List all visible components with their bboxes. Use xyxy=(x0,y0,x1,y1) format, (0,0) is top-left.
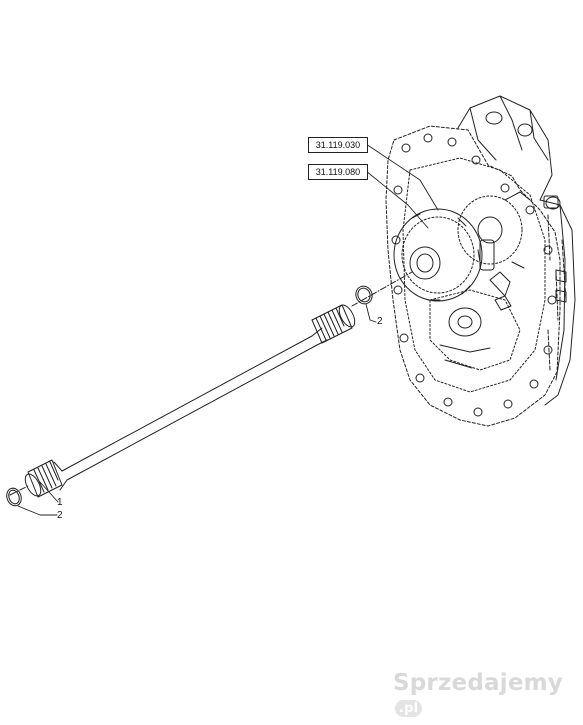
gearbox-housing xyxy=(385,95,576,427)
reference-label-031-119-030[interactable]: 31.119.030 xyxy=(308,137,368,153)
reference-label-031-119-080[interactable]: 31.119.080 xyxy=(308,164,368,180)
shaft-right-spline xyxy=(311,304,356,344)
snap-ring-left xyxy=(6,487,22,507)
leader-lines xyxy=(17,143,439,516)
main-gear xyxy=(393,208,483,302)
lower-mechanism xyxy=(429,239,521,371)
watermark-logo: Sprzedajemy .pl xyxy=(393,670,583,722)
housing-ports xyxy=(543,195,567,303)
housing-lug-holes xyxy=(485,111,533,137)
housing-flange-outline xyxy=(385,125,561,427)
housing-bolt-holes xyxy=(391,133,557,417)
shaft-axis-line xyxy=(351,271,413,307)
snap-ring-right xyxy=(355,285,373,305)
callout-ring-left: 2 xyxy=(57,510,63,521)
housing-top-lugs xyxy=(457,95,553,201)
housing-right-ribs xyxy=(547,214,567,371)
watermark-brand: Sprzedajemy xyxy=(393,670,563,696)
callout-shaft: 1 xyxy=(57,497,63,508)
leader-callout-2-right xyxy=(365,303,377,323)
secondary-gear xyxy=(457,191,531,269)
drive-shaft xyxy=(9,271,413,498)
leader-ref-080 xyxy=(365,170,429,229)
leader-callout-1 xyxy=(39,481,59,503)
shaft-neck xyxy=(53,327,328,491)
leader-ref-030 xyxy=(365,143,439,211)
housing-inner-frame xyxy=(402,157,546,393)
watermark-tld: .pl xyxy=(395,700,423,717)
shaft-left-spline xyxy=(24,459,63,498)
callout-ring-right: 2 xyxy=(377,316,383,327)
leader-callout-2-left xyxy=(17,505,58,516)
shaft-body xyxy=(61,335,318,481)
shaft-axis-line-left xyxy=(9,485,29,496)
